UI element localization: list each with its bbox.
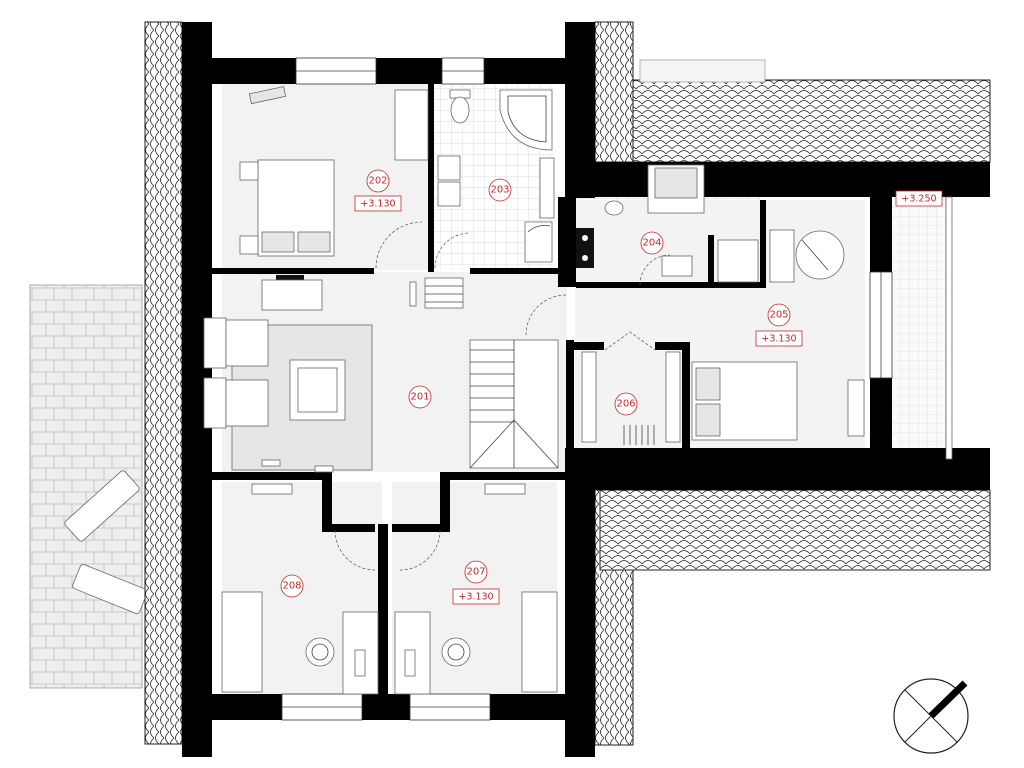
armchair-left (203, 317, 269, 429)
room-label-206: 206 (614, 392, 638, 416)
level-tag-205: +3.130 (755, 330, 803, 347)
svg-text:207: 207 (466, 567, 485, 578)
svg-text:204: 204 (642, 238, 661, 249)
svg-text:+3.250: +3.250 (901, 194, 936, 205)
roof-lower-band (599, 489, 991, 571)
roof-left (144, 21, 183, 745)
svg-text:203: 203 (490, 185, 509, 196)
windows (281, 57, 893, 721)
bed-icon (239, 159, 335, 257)
level-tag-202: +3.130 (354, 195, 402, 212)
sun-lounger-icon (64, 470, 148, 615)
room-label-208: 208 (280, 574, 304, 598)
stove-icon (576, 228, 594, 268)
roof-ridge (639, 59, 766, 83)
room-label-202: 202 (366, 169, 390, 193)
svg-text:206: 206 (616, 399, 635, 410)
level-tags: +3.130 +3.130 +3.130 +3.250 (354, 190, 943, 605)
doors (334, 221, 671, 571)
desk-chair-icon (394, 611, 471, 695)
terrace (29, 284, 148, 689)
bathtub-icon (499, 89, 553, 151)
svg-text:+3.130: +3.130 (458, 592, 493, 603)
level-tag-balcony: +3.250 (895, 190, 943, 207)
bed-icon (691, 361, 798, 441)
svg-text:202: 202 (368, 176, 387, 187)
toilet-icon (449, 89, 471, 124)
svg-text:+3.130: +3.130 (761, 334, 796, 345)
level-tag-207: +3.130 (452, 588, 500, 605)
svg-text:+3.130: +3.130 (360, 199, 395, 210)
room-label-203: 203 (488, 178, 512, 202)
compass-north-icon (893, 678, 969, 754)
roof-right-top (594, 21, 634, 163)
room-label-205: 205 (767, 303, 791, 327)
svg-text:201: 201 (410, 392, 429, 403)
walls (182, 22, 990, 757)
svg-text:205: 205 (769, 310, 788, 321)
room-label-207: 207 (464, 560, 488, 584)
room-labels: 201 202 203 204 205 206 207 208 (280, 169, 791, 598)
roof-upper-band (632, 79, 991, 163)
svg-text:208: 208 (282, 581, 301, 592)
stair-icon (424, 277, 559, 469)
room-label-201: 201 (408, 385, 432, 409)
room-label-204: 204 (640, 231, 664, 255)
desk-chair-icon (305, 611, 379, 695)
